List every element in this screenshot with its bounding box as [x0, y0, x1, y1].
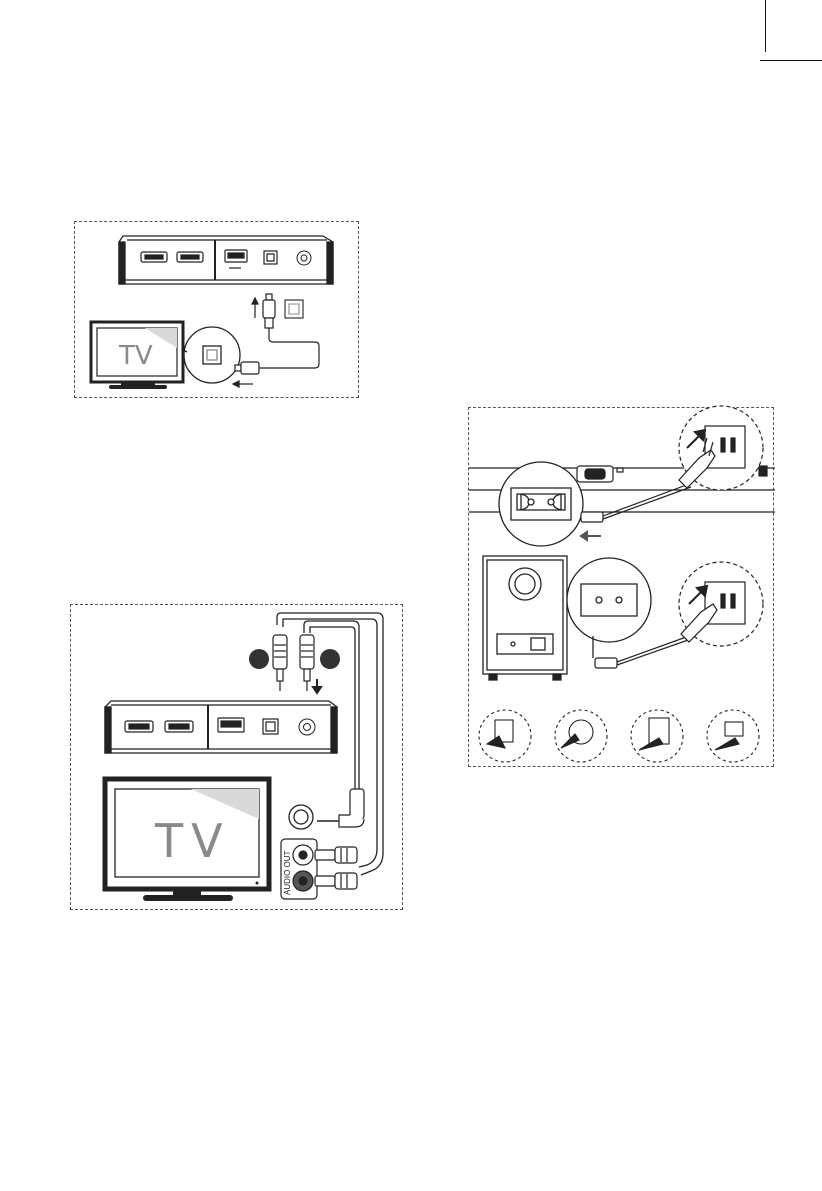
- plug-variant-3: [631, 710, 683, 762]
- audio-out-label: AUDIO OUT: [283, 850, 292, 895]
- plug-variant-1: [479, 710, 531, 762]
- power-connection-diagram: [469, 408, 775, 768]
- subwoofer-socket-zoom: [567, 558, 651, 658]
- wall-outlet-bottom: [679, 562, 763, 646]
- power-socket-zoom: [499, 462, 583, 546]
- plug-variant-4: [707, 710, 759, 762]
- tv-optical-zoom: [183, 327, 240, 383]
- hdmi-port-icon: [125, 721, 153, 732]
- aux-connection-diagram: TV AUDIO OUT: [71, 605, 404, 911]
- aux-jack-socket: [289, 805, 313, 829]
- rca-jack-icon: [315, 847, 357, 863]
- optical-port-icon: [285, 300, 303, 318]
- power-socket-icon: [299, 719, 315, 735]
- optical-connection-panel: TV: [74, 221, 359, 398]
- arrow-icon: [313, 679, 321, 693]
- power-connection-panel: [468, 407, 774, 767]
- tv-label-small: TV: [118, 341, 153, 371]
- rca-jack-icon: [315, 873, 357, 889]
- plug-variant-2: [555, 710, 607, 762]
- arrow-icon: [233, 381, 253, 387]
- hdmi-port-icon: [177, 252, 203, 262]
- hdmi-port-icon: [165, 721, 193, 732]
- optical-connection-diagram: TV: [75, 222, 360, 399]
- arrow-icon: [252, 298, 258, 318]
- wall-outlet-top: [679, 406, 763, 490]
- hdmi-port-icon: [141, 252, 167, 262]
- badge-right: [320, 649, 340, 669]
- arrow-icon: [581, 532, 601, 540]
- rca-plug-left: [273, 635, 287, 691]
- subwoofer: [483, 556, 567, 680]
- badge-left: [249, 649, 269, 669]
- optical-port-icon: [263, 719, 278, 734]
- usb-port-icon: [218, 718, 244, 732]
- crop-mark-top-horizontal: [760, 60, 822, 61]
- aux-plug-angled: [317, 789, 364, 827]
- power-socket-icon: [297, 251, 311, 265]
- aux-connection-panel: TV AUDIO OUT: [70, 604, 403, 910]
- crop-mark-top-vertical: [765, 0, 766, 52]
- tv-label-large: TV: [154, 814, 231, 868]
- optical-port-icon: [264, 251, 277, 264]
- rca-plug-right: [300, 635, 314, 691]
